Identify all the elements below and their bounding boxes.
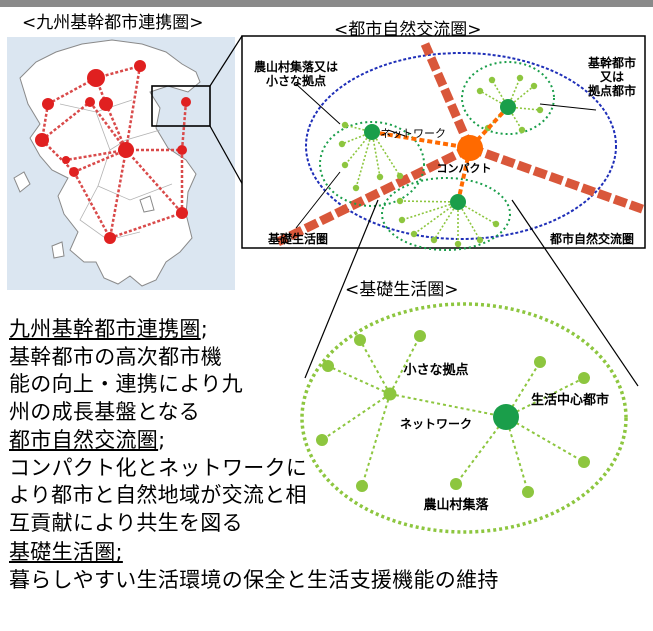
urban-nature-body-1: コンパクト化とネットワークに xyxy=(9,455,308,480)
top-border xyxy=(0,0,653,7)
zone-bottom xyxy=(381,177,511,251)
kyushu-heading: 九州基幹都市連携圏 xyxy=(9,317,201,341)
basic-living-diagram: 小さな拠点 生活中心都市 ネットワーク 農山村集落 xyxy=(300,302,628,534)
basic-living-description: 基礎生活圏; 暮らしやすい生活環境の保全と生活支援機能の維持 xyxy=(9,539,499,594)
urban-nature-heading: 都市自然交流圏 xyxy=(9,428,159,452)
kyushu-description: 九州基幹都市連携圏; 基幹都市の高次都市機 能の向上・連携により九 州の成長基盤… xyxy=(9,316,243,426)
urban-nature-label: 都市自然交流圏 xyxy=(549,231,634,246)
small-settlements xyxy=(338,74,544,248)
center-city-dot xyxy=(493,404,519,430)
urban-nature-heading-separator: ; xyxy=(158,428,166,452)
zone-left xyxy=(319,121,425,207)
zoom-connector-top xyxy=(209,35,243,87)
compact-label: コンパクト xyxy=(437,162,492,175)
rural-settlement-label: 農山村集落 xyxy=(423,497,489,513)
expand-line-left xyxy=(304,199,379,379)
network-label-lower: ネットワーク xyxy=(400,417,472,431)
basic-living-heading: 基礎生活圏; xyxy=(9,540,123,564)
kyushu-region-title: <九州基幹都市連携圏> xyxy=(22,13,204,33)
small-hub-label: 小さな拠点 xyxy=(403,362,468,378)
corridors xyxy=(276,42,647,247)
hub-connections xyxy=(371,105,510,203)
core-city-label-line2: 又は xyxy=(599,70,624,84)
compact-core xyxy=(457,135,483,161)
lower-settlements xyxy=(316,330,590,498)
urban-nature-panel: 農山村集落又は 小さな拠点 基幹都市 又は 拠点都市 ネットワーク コンパクト … xyxy=(241,35,647,251)
urban-nature-description: 都市自然交流圏; コンパクト化とネットワークに より都市と自然地域が交流と相 互… xyxy=(9,427,307,537)
center-city-label: 生活中心都市 xyxy=(531,392,609,408)
hub-right xyxy=(500,99,516,115)
urban-nature-body-3: 互貢献により共生を図る xyxy=(9,510,243,535)
network-label-upper: ネットワーク xyxy=(380,127,446,140)
lower-spokes xyxy=(321,335,585,493)
core-city-label-line1: 基幹都市 xyxy=(587,55,636,70)
leader-lines xyxy=(295,83,597,229)
hub-bottom xyxy=(450,194,466,210)
urban-nature-title: <都市自然交流圏> xyxy=(334,20,482,40)
island-inner xyxy=(139,195,155,213)
kyushu-map xyxy=(7,37,235,290)
rural-label-line2: 小さな拠点 xyxy=(266,73,326,88)
kyushu-body-3: 州の成長基盤となる xyxy=(9,399,201,424)
expand-line-right xyxy=(511,199,639,387)
kyushu-heading-separator: ; xyxy=(200,317,209,341)
island-south xyxy=(51,241,65,259)
hub-left xyxy=(364,124,380,140)
basic-living-label: 基礎生活圏 xyxy=(267,231,328,246)
zone-right xyxy=(461,61,555,135)
kyushu-landmass xyxy=(19,39,201,287)
rural-label-line1: 農山村集落又は xyxy=(254,59,338,74)
island-west xyxy=(13,171,31,193)
core-city-label-line3: 拠点都市 xyxy=(588,83,636,98)
kyushu-body-1: 基幹都市の高次都市機 xyxy=(9,344,222,369)
zoom-frame xyxy=(151,85,211,127)
kyushu-body-2: 能の向上・連携により九 xyxy=(9,372,243,396)
basic-living-title: <基礎生活圏> xyxy=(345,280,459,300)
city-dots xyxy=(35,60,191,244)
basic-living-body-1: 暮らしやすい生活環境の保全と生活支援機能の維持 xyxy=(9,567,499,592)
urban-nature-body-2: より都市と自然地域が交流と相 xyxy=(9,483,307,507)
urban-nature-circle xyxy=(305,52,617,240)
